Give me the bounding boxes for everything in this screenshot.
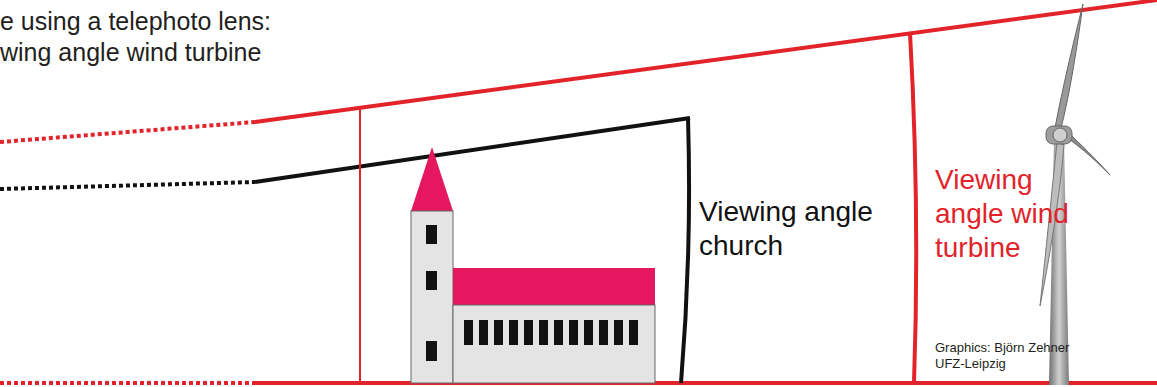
- angle-label: Viewing angle wind turbine: [935, 163, 1087, 265]
- heading-fragment: e using a telephoto lens:: [0, 6, 400, 37]
- wind-turbine: [1040, 4, 1110, 385]
- turbine-angle-arc: [910, 33, 916, 383]
- church-line: [255, 118, 690, 182]
- angle-label: Viewing angle church: [699, 195, 889, 263]
- credit-note: Graphics: Björn Zehner UFZ-Leipzig: [935, 340, 1085, 372]
- sight-line-dotted: [0, 122, 255, 142]
- church-angle-arc: [681, 118, 689, 383]
- near-plane-line: [359, 108, 361, 383]
- ground-line: [255, 381, 1157, 385]
- heading-fragment: wing angle wind turbine: [0, 37, 400, 68]
- church-line-dotted: [0, 182, 255, 189]
- church: [411, 147, 655, 383]
- sight-line: [255, 0, 1157, 122]
- ground-line-dotted: [0, 381, 255, 385]
